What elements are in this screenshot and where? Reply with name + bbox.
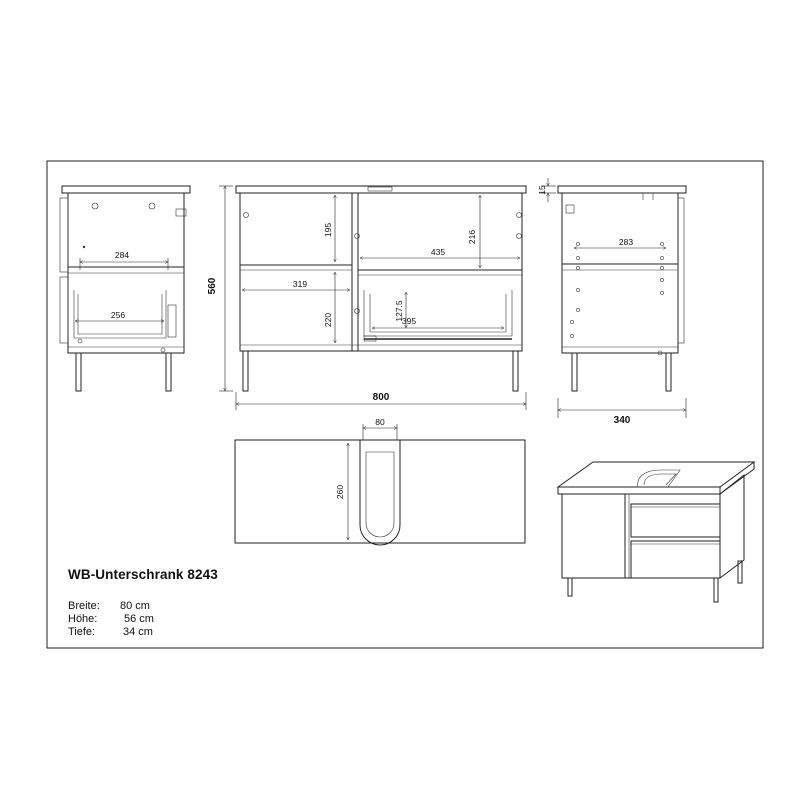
product-title: WB-Unterschrank 8243 [68, 567, 218, 582]
drawing-frame [46, 160, 764, 649]
dim-220: 220 [323, 313, 333, 327]
isometric-view [556, 461, 756, 603]
dim-340: 340 [614, 415, 631, 426]
dim-256: 256 [111, 310, 125, 320]
dim-284: 284 [115, 250, 129, 260]
dim-560: 560 [207, 277, 218, 294]
spec-value: 80 cm [120, 600, 150, 612]
dim-283: 283 [619, 237, 633, 247]
spec-value: 56 cm [124, 613, 154, 625]
dim-127-5: 127.5 [394, 300, 404, 322]
dim-195: 195 [323, 223, 333, 237]
dim-216: 216 [467, 230, 477, 244]
spec-label: Breite: [68, 600, 100, 612]
top-view: 80 260 [234, 417, 526, 546]
dim-435: 435 [431, 247, 445, 257]
spec-label: Tiefe: [68, 626, 96, 638]
dim-80: 80 [375, 417, 385, 427]
dim-395: 395 [402, 316, 416, 326]
front-view: 195 319 220 435 216 127.5 395 800 560 [207, 185, 527, 410]
side-view: 283 15 340 [537, 178, 687, 426]
dim-15: 15 [537, 185, 547, 195]
dim-800: 800 [373, 392, 390, 403]
spec-label: Höhe: [68, 613, 98, 625]
left-view: 284 256 [59, 185, 191, 392]
dim-260: 260 [335, 485, 345, 499]
spec-value: 34 cm [123, 626, 153, 638]
dim-319: 319 [293, 279, 307, 289]
